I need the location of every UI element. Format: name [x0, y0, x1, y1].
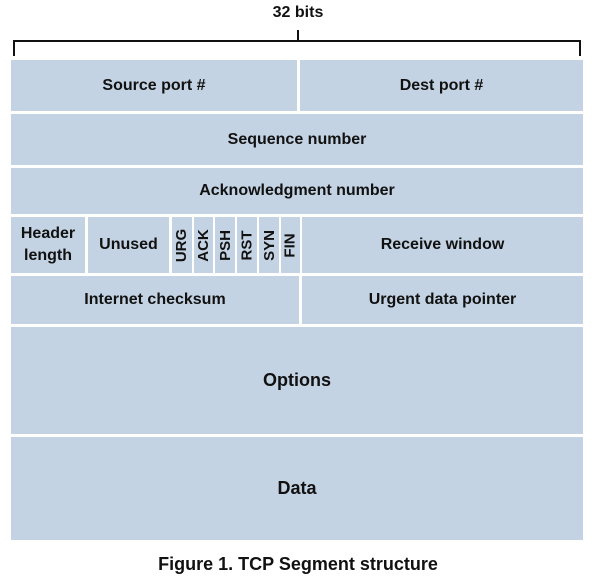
- internet-checksum-label: Internet checksum: [84, 291, 226, 308]
- source-port-field: Source port #: [11, 60, 297, 111]
- flag-psh: PSH: [215, 217, 235, 273]
- sequence-number-field: Sequence number: [11, 114, 583, 165]
- receive-window-label: Receive window: [380, 236, 505, 253]
- flag-syn-label: SYN: [260, 229, 278, 261]
- urgent-pointer-label: Urgent data pointer: [368, 291, 517, 308]
- bit-width-brace: [13, 30, 581, 56]
- internet-checksum-field: Internet checksum: [11, 276, 299, 324]
- flag-fin: FIN: [281, 217, 300, 273]
- data-label: Data: [277, 478, 317, 498]
- flag-syn: SYN: [259, 217, 279, 273]
- flag-fin-label: FIN: [282, 232, 300, 258]
- unused-label: Unused: [99, 236, 158, 253]
- dest-port-field: Dest port #: [300, 60, 583, 111]
- receive-window-field: Receive window: [302, 217, 583, 273]
- flag-ack: ACK: [194, 217, 213, 273]
- flag-rst-label: RST: [238, 230, 256, 260]
- source-port-label: Source port #: [102, 76, 206, 94]
- unused-field: Unused: [88, 217, 169, 273]
- dest-port-label: Dest port #: [399, 76, 484, 94]
- data-field: Data: [11, 437, 583, 540]
- ack-number-field: Acknowledgment number: [11, 168, 583, 214]
- flag-ack-label: ACK: [195, 228, 212, 262]
- flag-psh-label: PSH: [216, 229, 234, 261]
- options-field: Options: [11, 327, 583, 434]
- options-label: Options: [263, 370, 331, 390]
- ack-number-label: Acknowledgment number: [199, 182, 395, 199]
- flag-urg-label: URG: [173, 228, 191, 262]
- flag-urg: URG: [172, 217, 192, 273]
- figure-caption: Figure 1. TCP Segment structure: [158, 554, 438, 574]
- flag-rst: RST: [237, 217, 257, 273]
- header-length-field: Header length: [11, 217, 85, 273]
- sequence-number-label: Sequence number: [227, 130, 367, 148]
- urgent-pointer-field: Urgent data pointer: [302, 276, 583, 324]
- header-length-label-line2: length: [24, 247, 72, 264]
- header-length-label-line1: Header: [20, 225, 76, 242]
- bit-width-label: 32 bits: [272, 4, 324, 21]
